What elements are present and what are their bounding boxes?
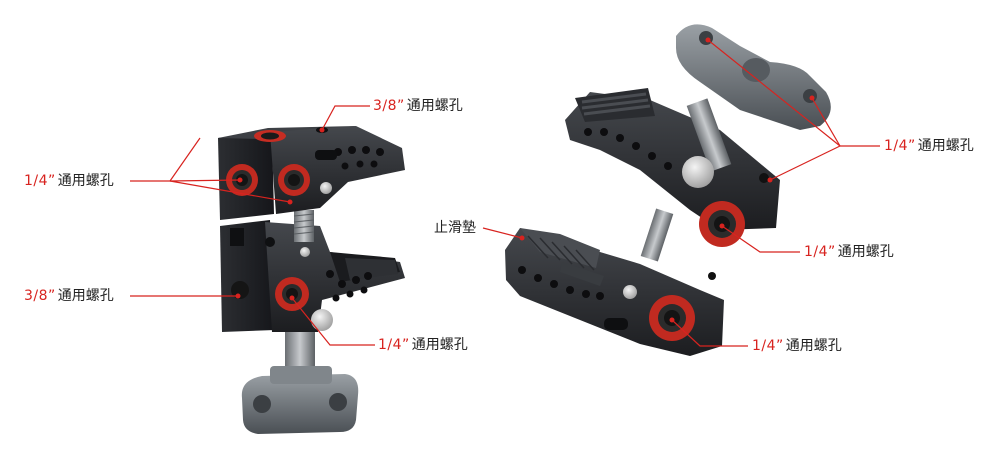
left-lower-hole-38 (231, 281, 249, 299)
label-38-top-size: 3/8” (373, 98, 405, 114)
label-38-lower-text: 通用螺孔 (57, 288, 114, 304)
label-14-right-mid-size: 1/4” (804, 244, 836, 260)
label-14-lower-left-text: 通用螺孔 (411, 337, 468, 353)
label-14-right-mid: 1/4”通用螺孔 (804, 244, 894, 260)
label-14-right-top-size: 1/4” (884, 138, 916, 154)
label-14-upper-left-size: 1/4” (24, 173, 56, 189)
label-14-upper-left: 1/4”通用螺孔 (24, 173, 114, 189)
right-upper-screw (682, 156, 714, 188)
left-lower-hole-14 (275, 277, 309, 311)
label-14-right-bottom-size: 1/4” (752, 338, 784, 354)
left-lower-block-side (220, 220, 275, 332)
label-14-upper-left-text: 通用螺孔 (57, 173, 114, 189)
left-thumb-screw (311, 309, 333, 331)
label-14-right-top: 1/4”通用螺孔 (884, 138, 974, 154)
right-upper-jaw (565, 92, 780, 230)
left-clamp (218, 126, 405, 434)
label-14-lower-left-size: 1/4” (378, 337, 410, 353)
right-clamp (505, 24, 831, 356)
label-38-lower-size: 3/8” (24, 288, 56, 304)
label-14-right-mid-text: 通用螺孔 (837, 244, 894, 260)
label-38-top: 3/8”通用螺孔 (373, 98, 463, 114)
callout-lines (130, 39, 880, 347)
label-38-lower: 3/8”通用螺孔 (24, 288, 114, 304)
label-anti-slip-pad: 止滑墊 (432, 220, 476, 236)
label-anti-slip-pad-text: 止滑墊 (434, 220, 476, 236)
left-knob (241, 330, 359, 434)
label-14-lower-left: 1/4”通用螺孔 (378, 337, 468, 353)
label-14-right-bottom: 1/4”通用螺孔 (752, 338, 842, 354)
label-14-right-bottom-text: 通用螺孔 (785, 338, 842, 354)
label-38-top-text: 通用螺孔 (406, 98, 463, 114)
left-lower-jaw (265, 222, 405, 332)
callout-dots (235, 37, 815, 323)
label-14-right-top-text: 通用螺孔 (917, 138, 974, 154)
